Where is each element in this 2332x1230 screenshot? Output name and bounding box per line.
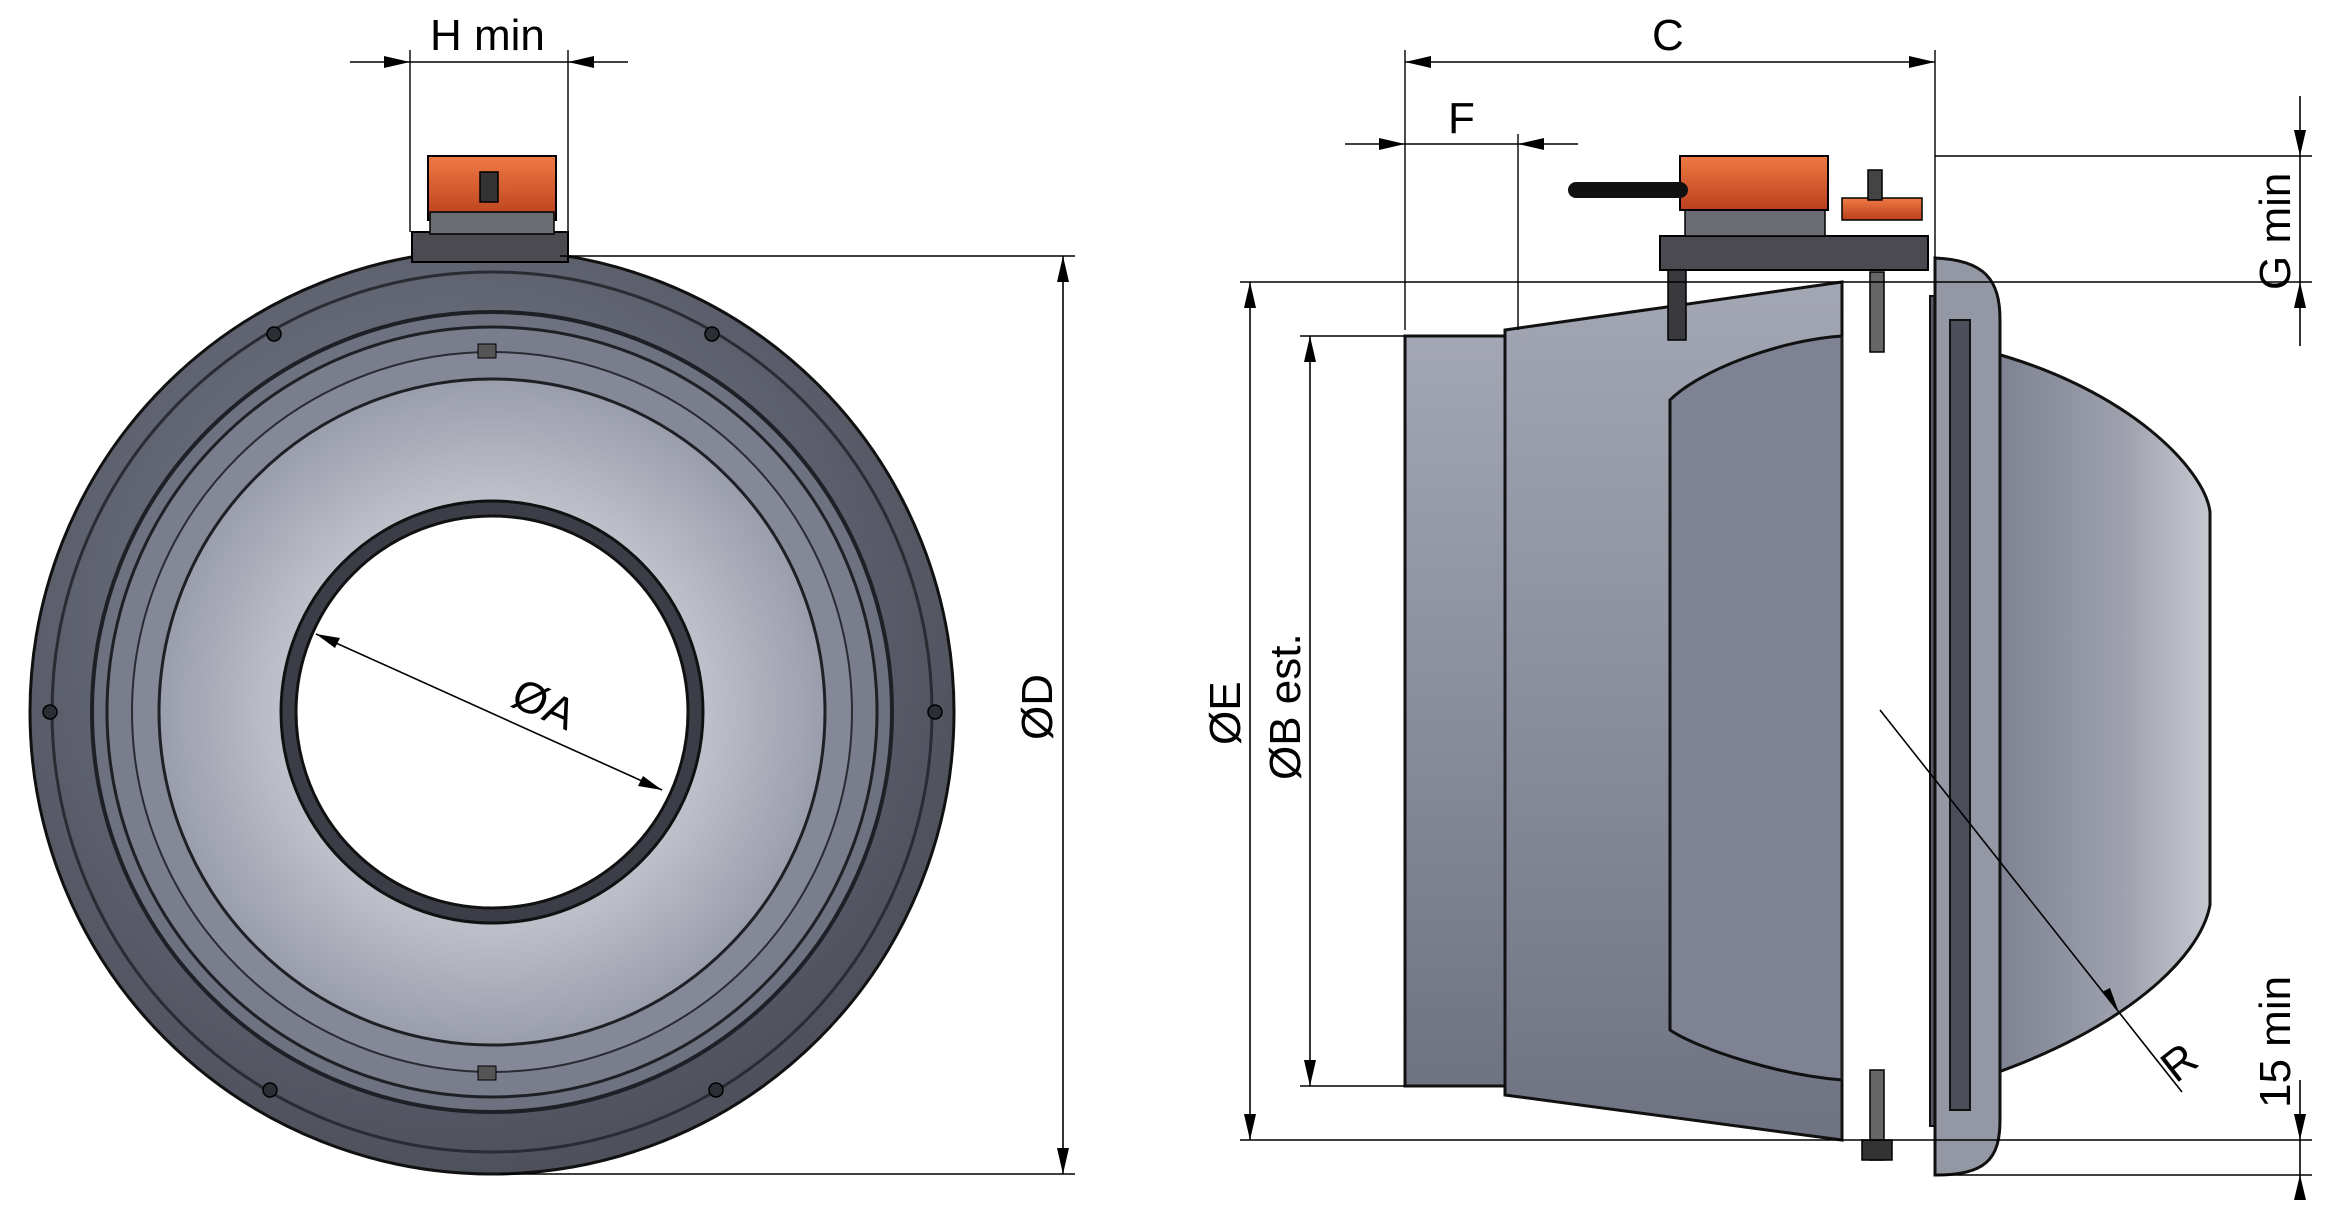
- screw: [704, 326, 720, 342]
- arrow: [1304, 1060, 1316, 1086]
- actuator-bracket: [1659, 235, 1929, 271]
- screw: [42, 704, 58, 720]
- h-min-label: H min: [430, 11, 545, 60]
- arrow: [1057, 1148, 1069, 1174]
- arrow: [1379, 138, 1405, 150]
- arrow: [2294, 130, 2306, 156]
- inner-bell: [1668, 334, 1844, 1082]
- side-view: R C F G min ØE ØB est.: [1201, 11, 2312, 1200]
- arrow: [1518, 138, 1544, 150]
- bolt-top: [1869, 271, 1885, 353]
- clip-bottom: [477, 1065, 497, 1081]
- arrow: [568, 56, 594, 68]
- f-label: F: [1448, 94, 1475, 143]
- actuator-shaft: [1867, 169, 1883, 201]
- arrow: [1057, 256, 1069, 282]
- r-line: [1879, 709, 2183, 1093]
- dome: [1988, 350, 2212, 1078]
- arrow: [1909, 56, 1935, 68]
- arrow: [2294, 1114, 2306, 1140]
- front-view: ØA H min ØD: [28, 11, 1075, 1176]
- min15-label: 15 min: [2251, 976, 2300, 1108]
- arrow: [1244, 1114, 1256, 1140]
- screw: [708, 1082, 724, 1098]
- actuator-shaft: [479, 171, 499, 203]
- clip-top: [477, 343, 497, 359]
- dia-d-label: ØD: [1013, 674, 1062, 740]
- nut-bottom: [1861, 1139, 1893, 1161]
- arrow: [2102, 988, 2118, 1010]
- screws: [42, 326, 943, 1098]
- screw: [262, 1082, 278, 1098]
- arrow: [384, 56, 410, 68]
- actuator-base: [429, 211, 555, 235]
- arrow: [1304, 336, 1316, 362]
- r-label: R: [2152, 1034, 2207, 1092]
- g-min-label: G min: [2251, 173, 2300, 290]
- dia-a-line: [315, 633, 663, 791]
- arrow: [2294, 282, 2306, 308]
- arrow: [1405, 56, 1431, 68]
- actuator-clamp: [1667, 269, 1687, 341]
- arrow: [316, 634, 340, 648]
- screw: [927, 704, 943, 720]
- arrow: [2294, 1175, 2306, 1200]
- dia-e-label: ØE: [1201, 681, 1250, 745]
- actuator-bracket: [411, 231, 569, 263]
- inlet-opening: [294, 514, 690, 910]
- actuator-knob: [1841, 197, 1923, 221]
- screw: [266, 326, 282, 342]
- c-label: C: [1652, 11, 1684, 60]
- flange-ring: [1949, 319, 1971, 1111]
- actuator-body: [1679, 155, 1829, 211]
- inlet-duct: [1403, 334, 1507, 1088]
- arrow: [638, 776, 662, 790]
- arrow: [1244, 282, 1256, 308]
- dia-b-est-label: ØB est.: [1261, 633, 1310, 780]
